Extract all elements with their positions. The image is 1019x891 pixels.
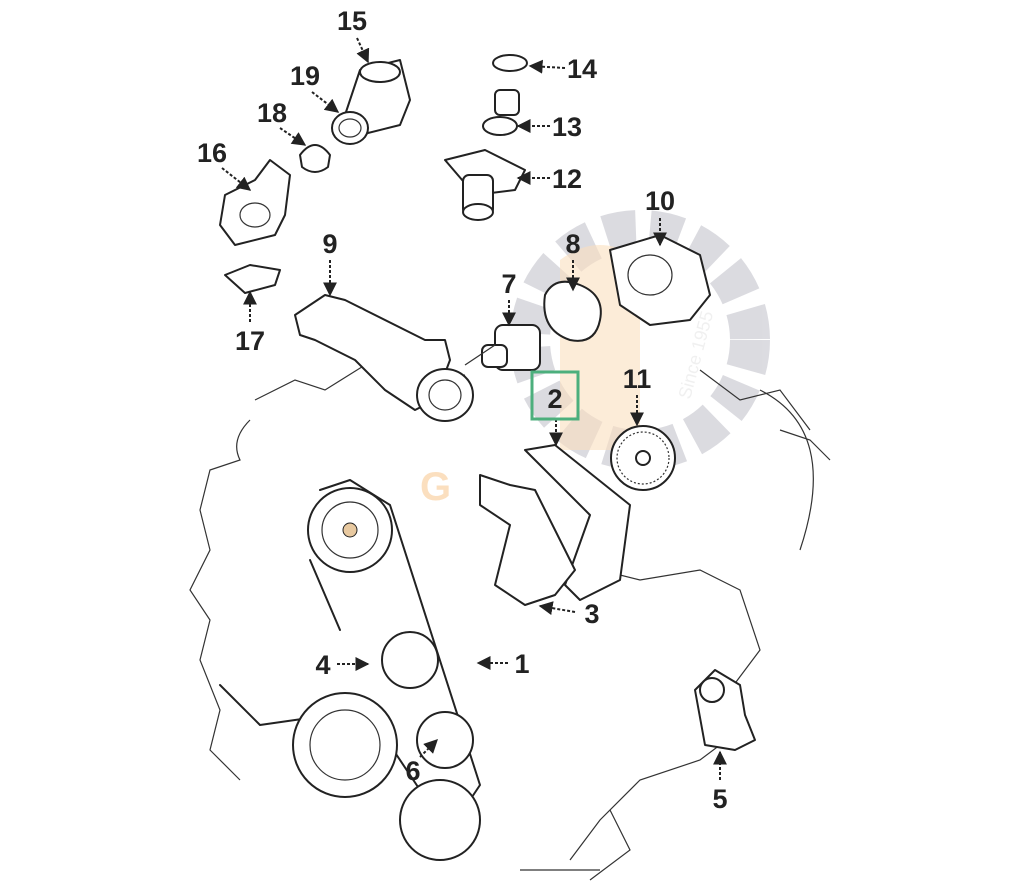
callout-3[interactable]: 3 bbox=[584, 599, 599, 629]
leader-lines bbox=[221, 37, 727, 780]
callout-8[interactable]: 8 bbox=[565, 229, 580, 259]
callout-9[interactable]: 9 bbox=[322, 229, 337, 259]
callout-16[interactable]: 16 bbox=[197, 138, 227, 168]
callout-6[interactable]: 6 bbox=[405, 756, 420, 786]
callout-1[interactable]: 1 bbox=[514, 649, 529, 679]
part-17-gasket bbox=[224, 264, 281, 294]
part-19-seal bbox=[331, 111, 369, 145]
callout-12[interactable]: 12 bbox=[552, 164, 582, 194]
svg-text:G: G bbox=[420, 465, 451, 509]
part-9-bracket bbox=[294, 294, 496, 422]
part-5-tensioner bbox=[694, 669, 756, 751]
highlight-box bbox=[530, 370, 580, 421]
part-13-fitting bbox=[482, 89, 520, 136]
part-3-timing-cover bbox=[479, 444, 631, 606]
engine-block bbox=[189, 364, 831, 881]
callout-5[interactable]: 5 bbox=[712, 784, 727, 814]
callout-18[interactable]: 18 bbox=[257, 98, 287, 128]
callout-10[interactable]: 10 bbox=[645, 186, 675, 216]
watermark-text: Since 1955 bbox=[675, 309, 718, 401]
accessory-drive bbox=[219, 479, 481, 861]
callout-2[interactable]: 2 bbox=[547, 384, 562, 414]
part-18-cap bbox=[299, 144, 331, 173]
callout-11[interactable]: 11 bbox=[623, 364, 652, 394]
callout-19[interactable]: 19 bbox=[290, 61, 320, 91]
part-12-outlet bbox=[444, 149, 526, 221]
part-11-idler-pulley bbox=[610, 425, 676, 491]
callout-4[interactable]: 4 bbox=[315, 650, 330, 680]
part-14-oring bbox=[492, 54, 528, 72]
callout-17[interactable]: 17 bbox=[235, 326, 265, 356]
callout-14[interactable]: 14 bbox=[567, 54, 597, 84]
part-7-water-pump bbox=[481, 324, 541, 371]
callout-7[interactable]: 7 bbox=[501, 269, 516, 299]
callout-15[interactable]: 15 bbox=[337, 6, 367, 36]
callout-13[interactable]: 13 bbox=[552, 112, 582, 142]
